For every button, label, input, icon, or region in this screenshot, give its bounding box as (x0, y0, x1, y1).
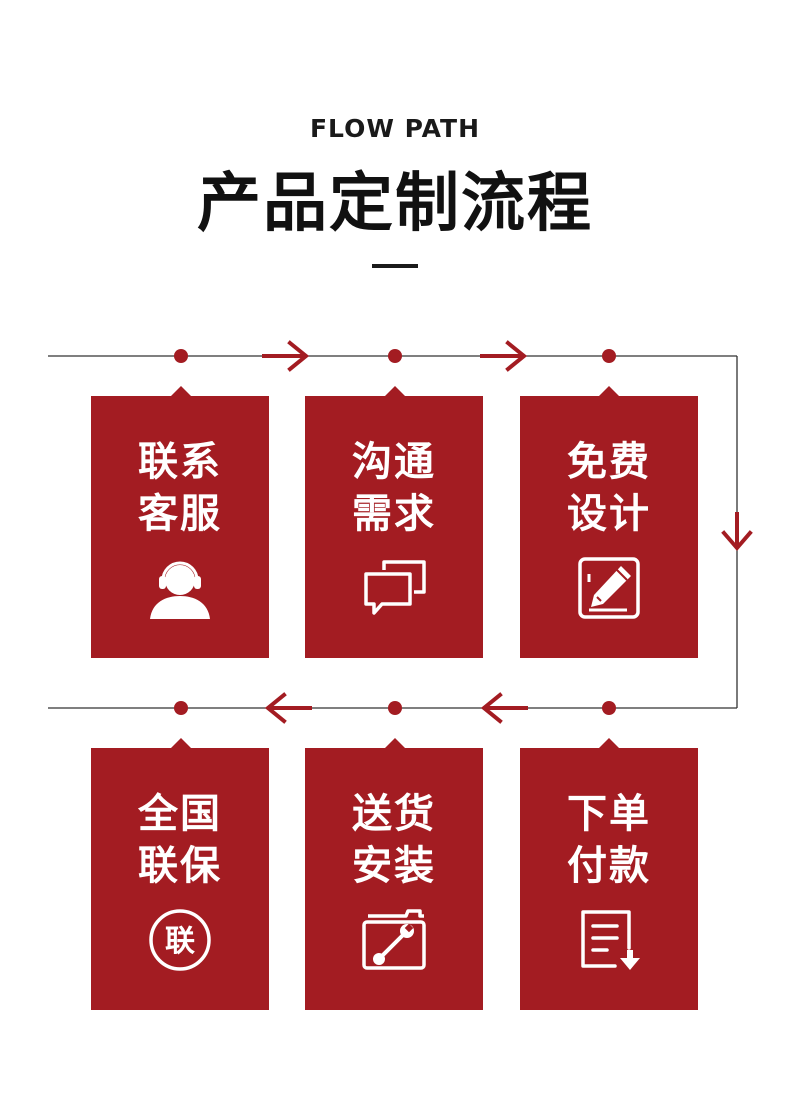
card-pointer-2 (385, 386, 405, 396)
step-delivery-installation: 送货 安装 (305, 748, 483, 1010)
document-download-icon (581, 910, 640, 970)
warranty-badge-text: 联 (165, 924, 195, 959)
arrow-left-icon (480, 692, 528, 724)
step-label-line2: 客服 (138, 491, 222, 537)
customer-service-headset-icon (150, 561, 210, 619)
step-label-line2: 联保 (138, 843, 222, 889)
step-label-line2: 需求 (352, 491, 436, 537)
arrow-right-icon (262, 340, 310, 372)
step-label-line1: 沟通 (352, 439, 436, 485)
step-free-design: 免费 设计 (520, 396, 698, 658)
card-pointer-1 (171, 386, 191, 396)
step-label-line1: 送货 (352, 791, 436, 837)
step-label-line1: 免费 (567, 439, 651, 485)
chat-bubbles-icon (364, 560, 426, 615)
flow-path-subtitle: FLOW PATH (309, 114, 481, 143)
step-label-line2: 安装 (352, 843, 436, 889)
pencil-edit-icon (578, 557, 640, 619)
bottom-dot-2 (388, 701, 402, 715)
step-label-line1: 联系 (138, 439, 222, 485)
step-contact-service: 联系 客服 (91, 396, 269, 658)
card-pointer-5 (385, 738, 405, 748)
arrow-right-icon (480, 340, 528, 372)
top-dot-1 (174, 349, 188, 363)
step-label-line1: 下单 (567, 791, 651, 837)
warranty-badge-icon: 联 (149, 909, 211, 971)
step-label-line2: 设计 (567, 491, 651, 537)
card-pointer-3 (599, 386, 619, 396)
page-title: 产品定制流程 (197, 167, 593, 241)
arrow-down-icon (721, 512, 753, 552)
bottom-dot-3 (602, 701, 616, 715)
step-national-warranty: 全国 联保 联 (91, 748, 269, 1010)
card-pointer-6 (599, 738, 619, 748)
top-dot-3 (602, 349, 616, 363)
title-underline (372, 264, 418, 268)
bottom-dot-1 (174, 701, 188, 715)
step-label-line1: 全国 (138, 791, 222, 837)
toolbox-wrench-icon (362, 909, 426, 970)
step-label-line2: 付款 (567, 843, 651, 889)
step-order-payment: 下单 付款 (520, 748, 698, 1010)
step-communicate-needs: 沟通 需求 (305, 396, 483, 658)
card-pointer-4 (171, 738, 191, 748)
arrow-left-icon (264, 692, 312, 724)
top-dot-2 (388, 349, 402, 363)
